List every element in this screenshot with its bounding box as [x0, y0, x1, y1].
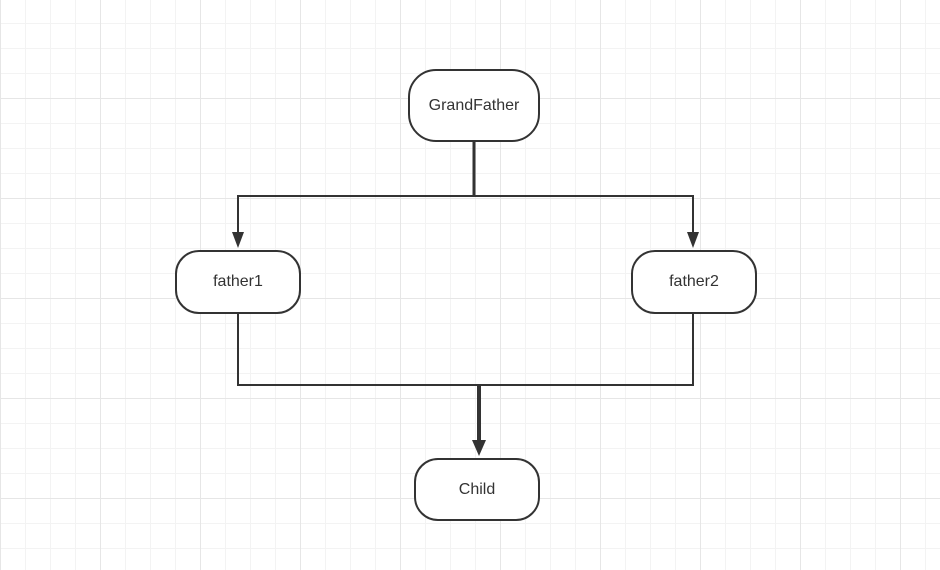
node-grandfather-label: GrandFather: [428, 96, 520, 114]
arrowhead-father2: [687, 232, 699, 248]
node-child-label: Child: [458, 480, 496, 498]
arrowhead-child: [472, 440, 486, 456]
node-father1[interactable]: father1: [175, 250, 301, 314]
node-father2-label: father2: [669, 273, 719, 290]
node-grandfather[interactable]: GrandFather: [408, 69, 540, 142]
node-child[interactable]: Child: [414, 458, 540, 521]
node-father1-label: father1: [213, 273, 263, 290]
arrowhead-father1: [232, 232, 244, 248]
node-father2[interactable]: father2: [631, 250, 757, 314]
